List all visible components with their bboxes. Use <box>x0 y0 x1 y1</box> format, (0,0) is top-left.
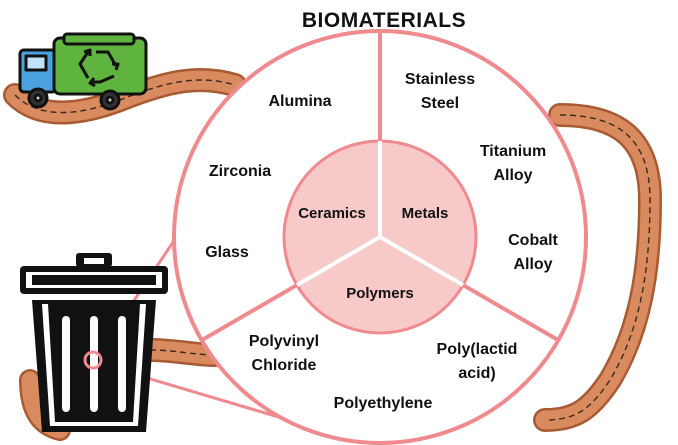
recycle-icon <box>78 48 120 88</box>
material-stainless-steel-line1: Stainless <box>405 71 475 88</box>
category-metals: Metals <box>402 205 449 222</box>
material-titanium-alloy-line1: Titanium <box>480 143 546 160</box>
material-zirconia: Zirconia <box>209 163 271 180</box>
garbage-truck-icon <box>18 32 148 111</box>
material-polyethylene: Polyethylene <box>334 395 433 412</box>
outer-dividers <box>200 31 560 342</box>
category-ceramics: Ceramics <box>298 205 366 222</box>
road <box>3 68 663 441</box>
material-cobalt-alloy-line1: Cobalt <box>508 232 558 249</box>
material-titanium-alloy-line2: Alloy <box>493 167 532 184</box>
material-cobalt-alloy-line2: Alloy <box>513 256 552 273</box>
material-pla-line1: Poly(lactid <box>437 341 518 358</box>
material-stainless-steel-line2: Steel <box>421 95 459 112</box>
inner-dividers <box>295 141 465 287</box>
trash-bin-icon <box>20 253 168 432</box>
material-pvc-line2: Chloride <box>252 357 317 374</box>
material-pla-line2: acid) <box>458 365 495 382</box>
material-pvc-line1: Polyvinyl <box>249 333 319 350</box>
material-alumina: Alumina <box>268 93 331 110</box>
zoom-origin-marker <box>83 350 103 370</box>
material-glass: Glass <box>205 244 249 261</box>
category-polymers: Polymers <box>346 285 414 302</box>
diagram-title: BIOMATERIALS <box>302 9 466 32</box>
